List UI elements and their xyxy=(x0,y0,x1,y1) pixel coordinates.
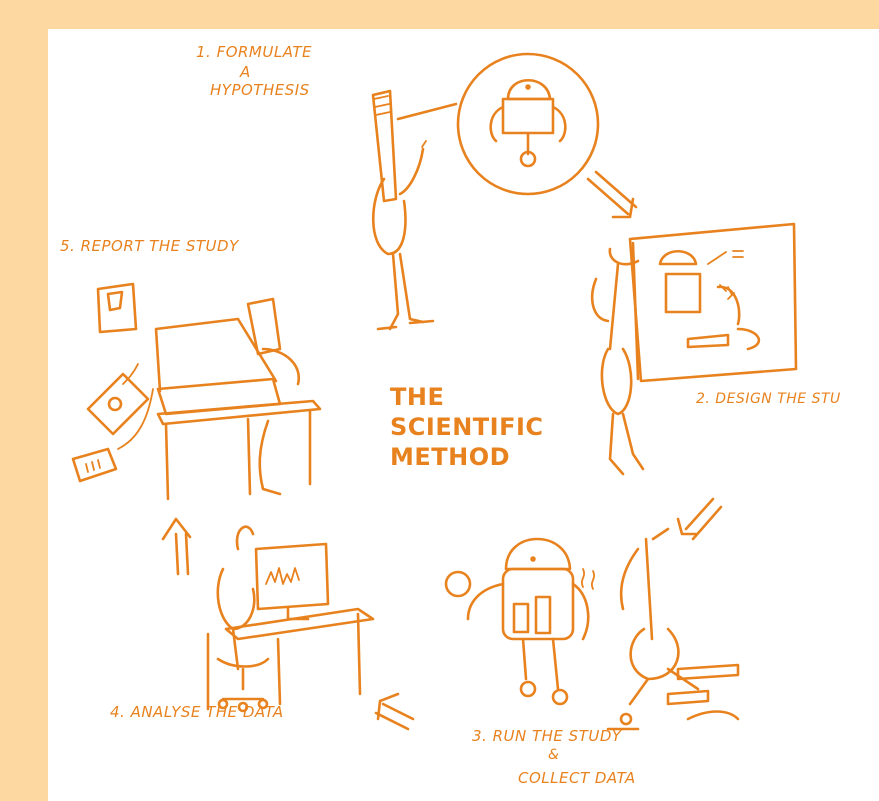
analyse-figure xyxy=(208,527,373,711)
title-line-3: METHOD xyxy=(390,443,510,471)
arrow-3-to-4 xyxy=(376,694,413,729)
arrow-4-to-5 xyxy=(163,519,190,574)
step-3-label-line-2: & xyxy=(548,747,559,763)
arrow-1-to-2 xyxy=(588,172,636,217)
step-1-label-line-3: HYPOTHESIS xyxy=(210,81,310,99)
step-4-label: 4. ANALYSE THE DATA xyxy=(110,703,284,721)
step-5-label: 5. REPORT THE STUDY xyxy=(60,237,239,255)
step-1-label-line-1: 1. FORMULATE xyxy=(196,43,312,61)
report-figure xyxy=(73,284,320,499)
design-figure xyxy=(592,224,796,474)
diagram-canvas: 1. FORMULATE A HYPOTHESIS 2. DESIGN THE … xyxy=(48,29,879,801)
title-line-2: SCIENTIFIC xyxy=(390,413,544,441)
hypothesis-figure xyxy=(373,54,598,329)
step-3-label-line-3: COLLECT DATA xyxy=(518,769,636,787)
arrow-2-to-3 xyxy=(678,499,721,539)
step-1-label-line-2: A xyxy=(240,63,251,81)
run-study-figure xyxy=(446,529,738,729)
title-line-1: THE xyxy=(390,383,444,411)
step-3-label-line-1: 3. RUN THE STUDY xyxy=(472,727,622,745)
step-2-label: 2. DESIGN THE STU xyxy=(696,391,841,407)
